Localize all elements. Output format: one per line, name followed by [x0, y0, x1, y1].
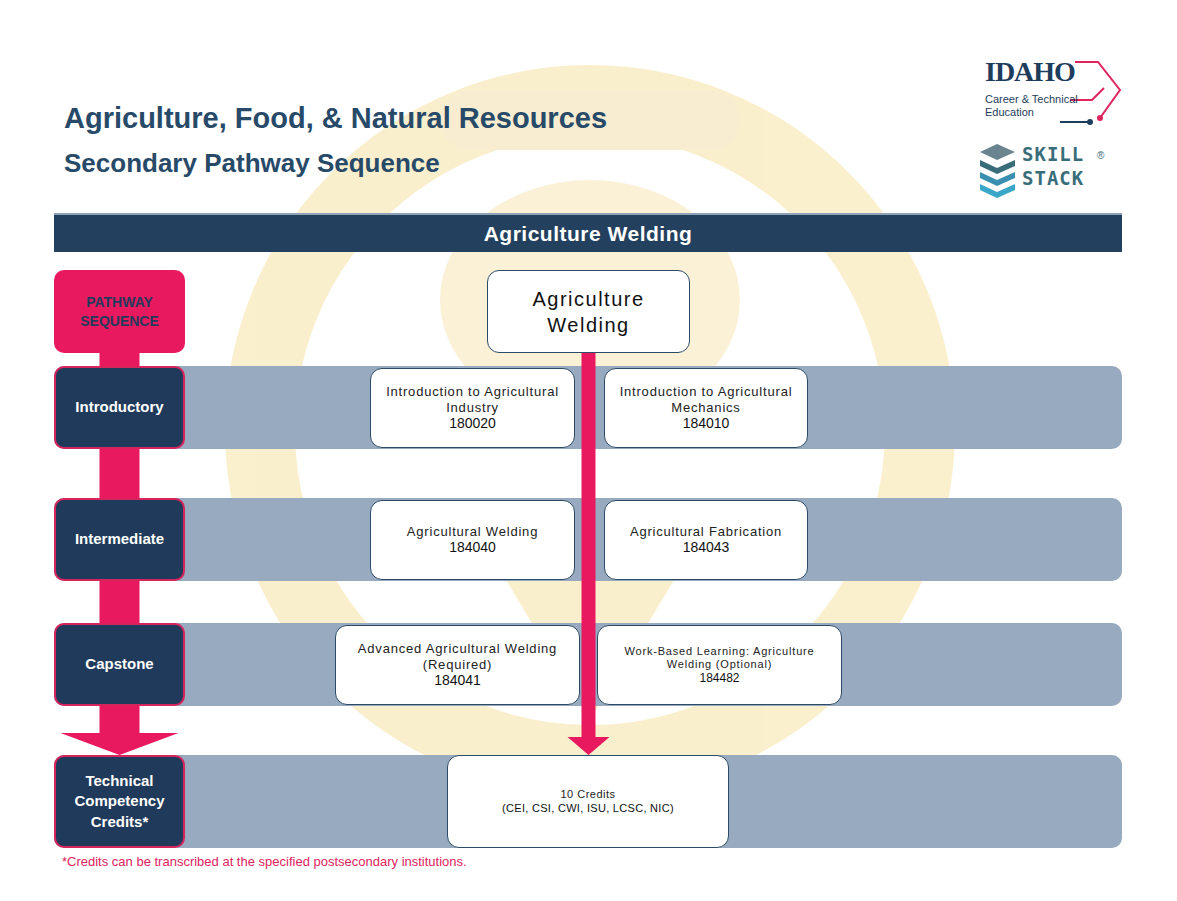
band-label: Capstone [54, 623, 185, 706]
course-name: 10 Credits [560, 788, 615, 801]
course-code: 184482 [699, 671, 739, 685]
course-name: Introduction to Agricultural Industry [381, 384, 564, 415]
logo-wordmark: IDAHO [985, 56, 1075, 88]
section-banner: Agriculture Welding [54, 213, 1122, 252]
credits-box: 10 Credits(CEI, CSI, CWI, ISU, LCSC, NIC… [447, 755, 729, 848]
course-box: Advanced Agricultural Welding (Required)… [335, 625, 580, 705]
course-box: Agricultural Fabrication184043 [604, 500, 808, 580]
level-band: Introductory Introduction to Agricultural… [54, 366, 1122, 449]
arrow-shaft [100, 706, 140, 733]
footnote: *Credits can be transcribed at the speci… [62, 854, 467, 869]
topbox-text: Agriculture Welding [524, 286, 653, 338]
pathway-title-box: Agriculture Welding [487, 270, 690, 353]
flow-arrow [100, 581, 140, 623]
band-label: Technical Competency Credits* [54, 755, 185, 848]
course-name: Advanced Agricultural Welding (Required) [346, 641, 569, 672]
course-name: Agricultural Welding [407, 524, 538, 540]
skill-stack-icon [980, 144, 1015, 198]
arrow-shaft [100, 353, 140, 366]
logo-subtitle: Career & Technical Education [985, 93, 1090, 119]
logo-wordmark: SKILL [1022, 143, 1084, 165]
flow-arrow [61, 706, 179, 755]
band-label: Intermediate [54, 498, 185, 581]
level-band: IntermediateAgricultural Welding184040Ag… [54, 498, 1122, 581]
flow-arrow [100, 449, 140, 498]
course-box: Introduction to Agricultural Industry180… [370, 368, 575, 448]
course-code: 180020 [449, 415, 496, 432]
course-box: Work-Based Learning: Agriculture Welding… [597, 625, 842, 705]
circuit-line [1060, 121, 1090, 123]
arrow-shaft [582, 353, 596, 737]
course-box: Agricultural Welding184040 [370, 500, 575, 580]
flow-arrow [568, 353, 610, 755]
course-box: Introduction to Agricultural Mechanics18… [604, 368, 808, 448]
logo-wordmark: STACK [1022, 167, 1084, 189]
diagram-title: Agriculture, Food, & Natural Resources [64, 102, 607, 135]
level-band: Capstone Advanced Agricultural Welding (R… [54, 623, 1122, 706]
stack-layer [980, 184, 1015, 198]
course-code: 184041 [434, 672, 481, 689]
arrow-head [568, 737, 610, 755]
circuit-line [1075, 62, 1120, 118]
circuit-dot [1087, 119, 1093, 125]
arrow-shaft [100, 581, 140, 623]
banner-text: Agriculture Welding [484, 222, 693, 246]
pathway-box: PATHWAY SEQUENCE [54, 270, 185, 353]
arrow-shaft [100, 449, 140, 498]
stack-layer [980, 144, 1015, 160]
stack-layer [980, 160, 1015, 174]
flow-arrow [100, 353, 140, 366]
stack-layer [980, 172, 1015, 186]
arrow-head [61, 733, 179, 755]
course-name: Work-Based Learning: Agriculture Welding… [608, 645, 831, 671]
course-code: 184043 [683, 539, 730, 556]
pathway-text: PATHWAY SEQUENCE [76, 293, 163, 329]
course-code: (CEI, CSI, CWI, ISU, LCSC, NIC) [502, 802, 674, 815]
circuit-dot [1097, 115, 1103, 121]
course-code: 184040 [449, 539, 496, 556]
course-code: 184010 [683, 415, 730, 432]
subtitle: Secondary Pathway Sequence [64, 148, 440, 179]
course-name: Agricultural Fabrication [630, 524, 782, 540]
course-name: Introduction to Agricultural Mechanics [615, 384, 797, 415]
band-label: Introductory [54, 366, 185, 449]
registered-mark: ® [1097, 150, 1104, 161]
level-band: Technical Competency Credits* 10 Credits(… [54, 755, 1122, 848]
